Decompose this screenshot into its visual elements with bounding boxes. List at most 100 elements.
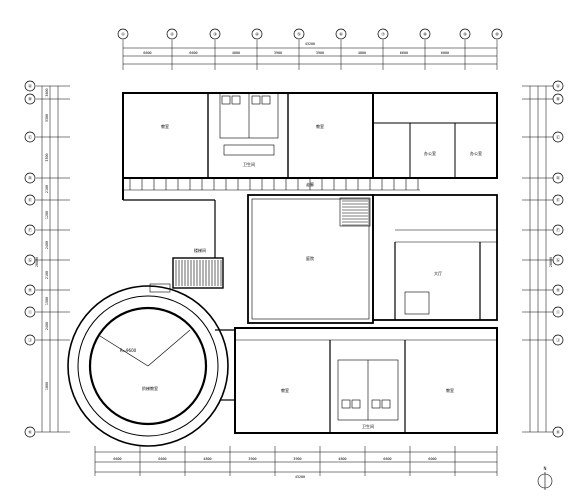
right-axis-label: Ⓐ: [556, 83, 560, 89]
top-axis-label: ①: [121, 32, 125, 37]
left-axis-label: Ⓗ: [28, 287, 32, 293]
bottom-segment-dimension: 6000: [428, 457, 436, 461]
right-axis-label: Ⓕ: [556, 227, 560, 233]
right-axis-1: Ⓐ: [522, 80, 564, 92]
top-axis-label: ⑥: [339, 32, 343, 37]
top-axis-6: ⑥: [335, 28, 347, 70]
room-label-toilet-s: 卫生间: [362, 423, 374, 429]
left-segment-dimension: 3300: [45, 114, 49, 122]
right-axis-10: Ⓙ: [522, 334, 564, 346]
top-axis-3: ③: [209, 28, 221, 70]
top-segment-dimension: 6600: [400, 51, 408, 55]
right-axis-3: Ⓒ: [522, 131, 564, 143]
room-label-classroom-sw: 教室: [281, 387, 289, 393]
right-axis-2: Ⓑ: [522, 93, 564, 105]
top-axis-label: ④: [255, 32, 259, 37]
left-axis-label: Ⓑ: [28, 96, 32, 102]
left-axis-6: Ⓕ: [24, 224, 70, 236]
left-segment-dimension: 1800: [45, 382, 49, 390]
top-axis-4: ④: [251, 28, 263, 70]
top-axis-5: ⑤: [293, 28, 305, 70]
room-label-lecture-round: 阶梯教室: [142, 385, 158, 391]
right-axis-label: Ⓓ: [556, 175, 560, 181]
left-segment-dimension: 2100: [45, 271, 49, 279]
bottom-segment-dimension: 6600: [113, 457, 121, 461]
left-axis-4: Ⓓ: [24, 172, 70, 184]
right-axis-label: Ⓘ: [556, 309, 560, 315]
top-axis-label: ③: [213, 32, 217, 37]
left-segment-dimension: 2100: [45, 185, 49, 193]
left-axis-5: Ⓔ: [24, 194, 70, 206]
top-axis-label: ②: [170, 32, 174, 37]
top-segment-dimension: 4800: [232, 51, 240, 55]
south-block: 教室 教室 卫生间: [234, 327, 498, 434]
top-axis-9: ⑨: [459, 28, 471, 70]
top-axis-1: ①: [117, 28, 129, 70]
right-total-dimension: 28800: [549, 257, 553, 267]
right-axis-6: Ⓕ: [522, 224, 564, 236]
right-axis-label: Ⓖ: [556, 257, 560, 263]
room-label-courtyard: 庭院: [306, 255, 314, 261]
top-segment-dimension: 3900: [316, 51, 324, 55]
top-axis-label: ⑦: [381, 32, 385, 37]
top-axis-label: ⑩: [495, 32, 499, 37]
left-axis-label: Ⓖ: [28, 257, 32, 263]
bottom-segment-dimension: 3900: [248, 457, 256, 461]
right-axis-4: Ⓓ: [522, 172, 564, 184]
courtyard-stair: [339, 197, 371, 227]
left-segment-dimension: 1200: [45, 211, 49, 219]
west-link: 楼梯间: [122, 178, 224, 289]
right-axis-7: Ⓖ: [522, 254, 564, 266]
left-axis-11: Ⓚ: [24, 426, 70, 438]
left-dimension-chain: 28800 ⒶⒷⒸⒹⒺⒻⒼⒽⒾⒿⓀ36003300330021001200240…: [24, 80, 70, 438]
top-axis-2: ②: [166, 28, 178, 70]
left-axis-7: Ⓖ: [24, 254, 70, 266]
room-label-stair-mid: 楼梯间: [194, 247, 206, 253]
bottom-total-dimension: 43200: [295, 475, 305, 479]
corridor-window-ticks: [129, 178, 419, 190]
top-axis-8: ⑧: [419, 28, 431, 70]
top-segment-dimension: 6000: [441, 51, 449, 55]
right-axis-5: Ⓔ: [522, 194, 564, 206]
top-segment-dimension: 3900: [274, 51, 282, 55]
right-axis-label: Ⓔ: [556, 197, 560, 203]
east-hall: 大厅: [372, 194, 498, 321]
room-label-classroom-n: 教室: [316, 123, 324, 129]
central-courtyard: 庭院: [247, 194, 374, 324]
right-axis-label: Ⓙ: [556, 337, 560, 343]
top-total-dimension: 43200: [305, 42, 315, 46]
left-segment-dimension: 2400: [45, 322, 49, 330]
left-axis-1: Ⓐ: [24, 80, 70, 92]
room-label-hall-e: 大厅: [434, 270, 442, 276]
bottom-segment-dimension: 4800: [203, 457, 211, 461]
top-axis-7: ⑦: [377, 28, 389, 70]
bottom-segment-dimension: 4800: [338, 457, 346, 461]
left-axis-label: Ⓓ: [28, 175, 32, 181]
right-axis-label: Ⓗ: [556, 287, 560, 293]
bottom-segment-dimension: 6600: [158, 457, 166, 461]
left-total-dimension: 28800: [35, 257, 39, 267]
room-label-toilet-n: 卫生间: [243, 161, 255, 167]
left-axis-label: Ⓙ: [28, 337, 32, 343]
room-label-classroom-nw: 教室: [161, 123, 169, 129]
right-axis-9: Ⓘ: [522, 306, 564, 318]
north-block: 教室 教室 卫生间 办公室 办公室 走廊: [122, 92, 498, 191]
left-axis-8: Ⓗ: [24, 284, 70, 296]
right-axis-11: Ⓚ: [522, 426, 564, 438]
left-axis-label: Ⓐ: [28, 83, 32, 89]
top-axis-label: ⑧: [423, 32, 427, 37]
radius-label: R=9600: [120, 348, 137, 353]
top-segment-dimension: 4800: [358, 51, 366, 55]
left-axis-label: Ⓕ: [28, 227, 32, 233]
top-axis-label: ⑨: [463, 32, 467, 37]
top-segment-dimension: 6600: [189, 51, 197, 55]
right-axis-label: Ⓑ: [556, 96, 560, 102]
left-axis-3: Ⓒ: [24, 131, 70, 143]
right-axis-label: Ⓒ: [556, 134, 560, 140]
left-axis-label: Ⓘ: [28, 309, 32, 315]
right-dimension-chain: 28800 Ⓐ Ⓑ Ⓒ Ⓓ Ⓔ Ⓕ Ⓖ Ⓗ Ⓘ Ⓙ Ⓚ: [522, 80, 564, 438]
